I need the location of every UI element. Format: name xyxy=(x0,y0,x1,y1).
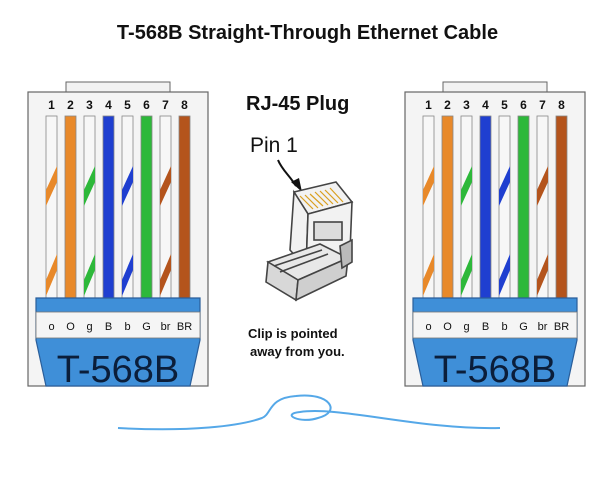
pin-number: 2 xyxy=(444,98,451,112)
wire-7 xyxy=(536,115,549,299)
wire-6 xyxy=(140,115,153,299)
standard-label: T-568B xyxy=(434,349,557,391)
clip-note-line2: away from you. xyxy=(250,344,345,359)
wire-code: br xyxy=(538,321,548,333)
pin-number: 8 xyxy=(181,98,188,112)
wire-code: o xyxy=(48,321,54,333)
pin1-label: Pin 1 xyxy=(250,134,298,157)
wire-code: G xyxy=(142,321,151,333)
pin-number: 5 xyxy=(124,98,131,112)
standard-label: T-568B xyxy=(57,349,180,391)
pin-number: 8 xyxy=(558,98,565,112)
wire-code: g xyxy=(463,321,469,333)
wire-code: B xyxy=(482,321,489,333)
pin-number: 4 xyxy=(105,98,112,112)
pin-number: 3 xyxy=(86,98,93,112)
wire-3 xyxy=(460,115,473,299)
wire-4 xyxy=(102,115,115,299)
pin-number: 6 xyxy=(520,98,527,112)
pin1-arrow-icon xyxy=(277,159,302,192)
wire-6 xyxy=(517,115,530,299)
plug-title: RJ-45 Plug xyxy=(246,93,349,115)
pin-number: 2 xyxy=(67,98,74,112)
wire-code: g xyxy=(86,321,92,333)
wire-code: BR xyxy=(177,321,192,333)
pin-number: 4 xyxy=(482,98,489,112)
wire-4 xyxy=(479,115,492,299)
wire-5 xyxy=(121,115,134,299)
wire-1 xyxy=(422,115,435,299)
wire-code: G xyxy=(519,321,528,333)
wire-code: b xyxy=(124,321,130,333)
pin-number: 6 xyxy=(143,98,150,112)
wire-code: BR xyxy=(554,321,569,333)
wire-5 xyxy=(498,115,511,299)
clip-note-line1: Clip is pointed xyxy=(248,326,338,341)
cable-loop xyxy=(117,394,501,431)
pin-number: 1 xyxy=(48,98,55,112)
diagram-title: T-568B Straight-Through Ethernet Cable xyxy=(116,22,499,44)
wire-2 xyxy=(64,115,77,299)
rj45-plug-icon xyxy=(265,181,354,302)
pin-number: 7 xyxy=(539,98,546,112)
wire-2 xyxy=(441,115,454,299)
wire-8 xyxy=(178,115,191,299)
code-strip xyxy=(412,311,578,339)
pin-number: 5 xyxy=(501,98,508,112)
wire-code: O xyxy=(66,321,75,333)
pin-number: 3 xyxy=(463,98,470,112)
wire-code: b xyxy=(501,321,507,333)
wire-code: O xyxy=(443,321,452,333)
wire-3 xyxy=(83,115,96,299)
wire-7 xyxy=(159,115,172,299)
code-strip xyxy=(35,311,201,339)
wire-code: br xyxy=(161,321,171,333)
wire-1 xyxy=(45,115,58,299)
wire-code: o xyxy=(425,321,431,333)
plug-tab xyxy=(65,81,171,93)
wire-code: B xyxy=(105,321,112,333)
pin-number: 1 xyxy=(425,98,432,112)
plug-tab xyxy=(442,81,548,93)
pin-number: 7 xyxy=(162,98,169,112)
wire-8 xyxy=(555,115,568,299)
